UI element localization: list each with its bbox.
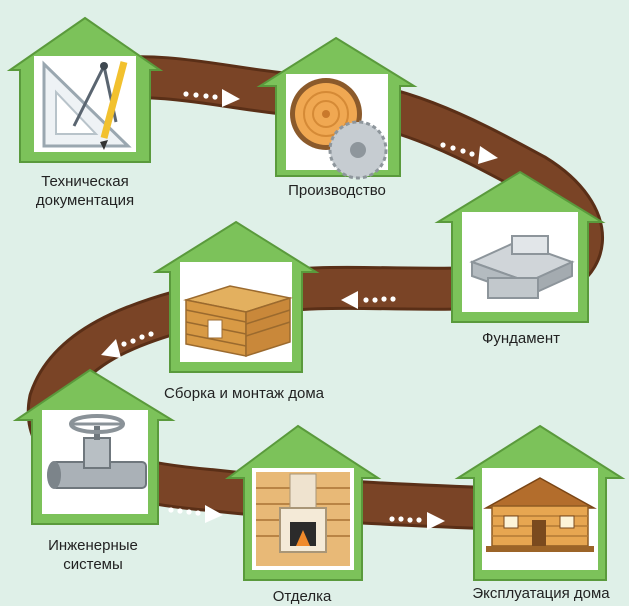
fireplace-icon xyxy=(256,472,350,566)
wooden-house-icon xyxy=(483,477,597,552)
pipe-valve-icon xyxy=(47,414,147,489)
direction-arrow-3 xyxy=(341,291,396,309)
stage-house-finishing xyxy=(224,424,382,581)
concrete-blocks-icon xyxy=(469,235,575,299)
stage-label-tech-docs: Техническая документация xyxy=(35,173,135,209)
stage-house-foundation xyxy=(434,170,606,323)
stage-house-engineering xyxy=(12,368,176,525)
direction-arrow-4 xyxy=(101,331,154,358)
stage-label-finishing: Отделка xyxy=(272,588,332,605)
direction-arrow-6 xyxy=(389,512,445,530)
stage-house-assembly xyxy=(152,220,320,373)
direction-arrow-5 xyxy=(168,505,223,523)
direction-arrow-2 xyxy=(440,142,498,164)
drafting-tools-icon xyxy=(42,60,132,150)
stage-house-tech-docs xyxy=(6,16,164,163)
log-saw-icon xyxy=(290,78,388,180)
stage-label-engineering: Инженерные системы xyxy=(48,537,138,573)
stage-label-production: Производство xyxy=(288,182,386,199)
direction-arrow-1 xyxy=(183,89,240,107)
stage-label-operation: Эксплуатация дома xyxy=(472,585,610,602)
stage-house-production xyxy=(256,36,418,180)
stage-label-assembly: Сборка и монтаж дома xyxy=(164,385,324,402)
stage-label-foundation: Фундамент xyxy=(481,330,561,347)
log-frame-icon xyxy=(183,285,293,358)
stage-house-operation xyxy=(454,424,626,581)
